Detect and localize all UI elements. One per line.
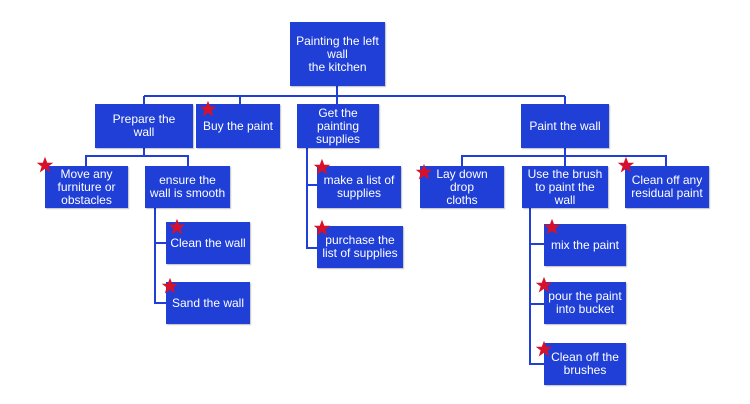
- node-buy-paint-label: Buy the paint: [202, 118, 274, 133]
- star-icon: [313, 158, 331, 175]
- node-ensure-smooth-label: ensure the wall is smooth: [149, 173, 226, 200]
- node-mix-paint-label: mix the paint: [550, 237, 620, 252]
- node-pour-paint[interactable]: pour the paint into bucket: [544, 282, 626, 324]
- node-root[interactable]: Painting the left wall the kitchen: [290, 22, 385, 86]
- node-clean-brushes-label: Clean off the brushes: [551, 350, 619, 377]
- node-lay-drop-cloths[interactable]: Lay down drop cloths: [420, 166, 504, 208]
- star-icon: [535, 276, 553, 293]
- node-purchase-list-label: purchase the list of supplies: [322, 233, 398, 260]
- node-clean-residual-label: Clean off any residual paint: [631, 173, 703, 200]
- node-use-brush-label: Use the brush to paint the wall: [527, 166, 603, 207]
- node-sand-wall-label: Sand the wall: [171, 295, 245, 310]
- node-get-supplies[interactable]: Get the painting supplies: [297, 104, 379, 148]
- connector-prepare-bus-right: [144, 155, 189, 166]
- node-purchase-list[interactable]: purchase the list of supplies: [317, 226, 403, 268]
- node-ensure-smooth[interactable]: ensure the wall is smooth: [145, 166, 230, 208]
- node-move-furniture-label: Move any furniture or obstacles: [57, 166, 116, 207]
- node-paint-wall-label: Paint the wall: [529, 118, 601, 133]
- connector-smooth-vert: [154, 208, 166, 304]
- star-icon: [543, 218, 561, 235]
- star-icon: [161, 277, 179, 294]
- node-make-list-label: make a list of supplies: [323, 173, 395, 200]
- star-icon: [415, 163, 433, 180]
- node-use-brush[interactable]: Use the brush to paint the wall: [522, 166, 608, 208]
- connector-paint-bus: [461, 148, 566, 166]
- star-icon: [313, 219, 331, 236]
- star-icon: [199, 100, 217, 117]
- node-sand-wall[interactable]: Sand the wall: [166, 282, 250, 324]
- node-make-list[interactable]: make a list of supplies: [317, 166, 401, 208]
- connector-supplies-vert: [306, 148, 317, 249]
- node-mix-paint[interactable]: mix the paint: [544, 224, 626, 266]
- node-move-furniture[interactable]: Move any furniture or obstacles: [45, 166, 128, 208]
- node-clean-residual[interactable]: Clean off any residual paint: [625, 166, 709, 208]
- connector-paint-bus-right: [565, 155, 667, 166]
- node-clean-brushes[interactable]: Clean off the brushes: [544, 343, 626, 385]
- node-paint-wall[interactable]: Paint the wall: [521, 104, 609, 148]
- node-lay-drop-cloths-label: Lay down drop cloths: [436, 166, 488, 207]
- node-pour-paint-label: pour the paint into bucket: [548, 289, 622, 316]
- connector-brush-vert: [529, 208, 544, 365]
- star-icon: [36, 156, 54, 173]
- connector-prepare-bus: [85, 148, 145, 166]
- node-root-label: Painting the left wall the kitchen: [296, 33, 379, 74]
- star-icon: [617, 156, 635, 173]
- node-prepare-wall-label: Prepare the wall: [112, 112, 176, 139]
- star-icon: [168, 218, 186, 235]
- node-clean-wall-label: Clean the wall: [170, 235, 246, 250]
- star-icon: [535, 340, 553, 357]
- node-prepare-wall[interactable]: Prepare the wall: [95, 104, 193, 148]
- node-get-supplies-label: Get the painting supplies: [315, 105, 361, 146]
